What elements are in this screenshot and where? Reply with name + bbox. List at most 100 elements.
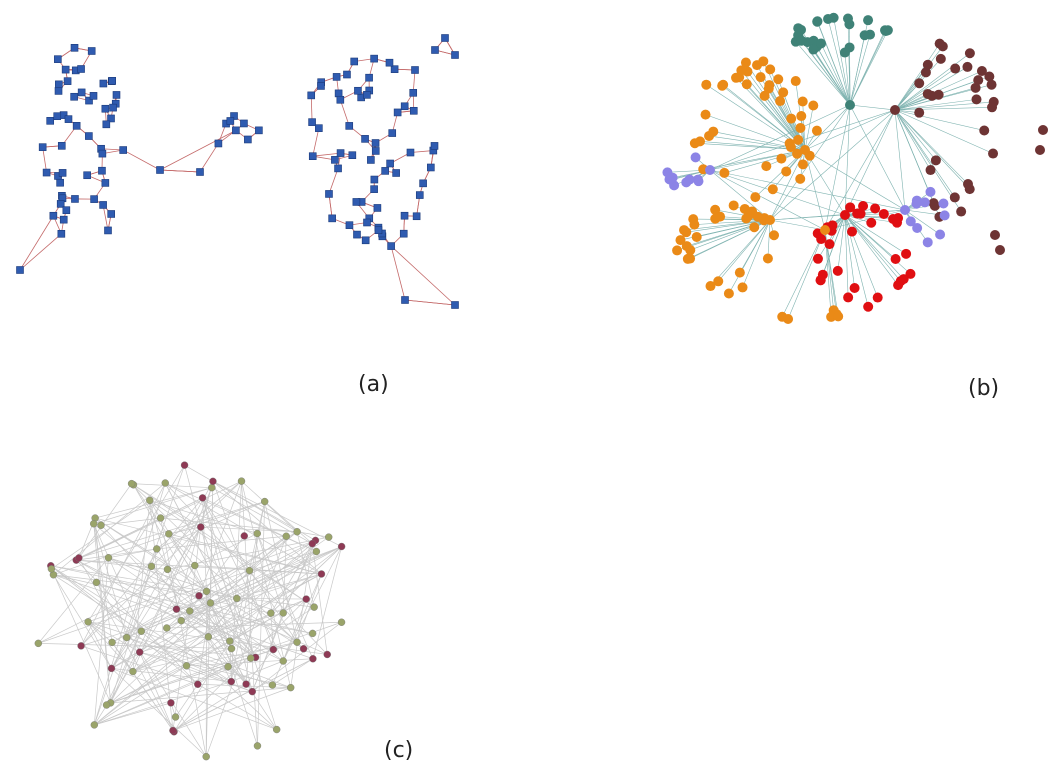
nodes-group [34,461,346,761]
edge [813,49,851,106]
node-circle [248,687,256,696]
edge [800,116,806,151]
node-circle [795,122,806,133]
node-circle [224,662,232,671]
edge [112,642,256,658]
node-circle [796,35,807,46]
node-square [427,163,435,172]
edge [894,43,940,111]
node-circle [736,65,747,76]
edge [311,543,328,655]
node-circle [963,179,974,190]
node-square [54,55,62,63]
node-circle [855,208,866,219]
edge [339,99,350,127]
edge [160,517,207,757]
node-circle [765,64,776,75]
node-square [399,229,408,238]
edge [833,17,851,106]
node-square [328,214,336,223]
node-square [367,156,375,164]
edge [844,214,911,275]
edge [132,531,298,672]
edge [781,229,826,317]
edge [205,536,287,757]
node-circle [286,683,295,692]
edge [282,598,307,662]
edge [108,557,284,614]
node-square [412,212,421,221]
node-square [87,47,96,55]
node-circle [681,227,692,238]
node-circle [898,274,909,285]
node-circle [880,25,891,36]
node-circle [272,725,281,734]
edge [139,531,298,653]
node-circle [202,752,210,761]
node-circle [833,311,844,322]
node-square [370,175,379,184]
edge [96,582,314,660]
edge [282,540,316,614]
node-circle [949,192,960,203]
edge [110,641,298,704]
hub-edge [769,219,826,231]
hub-edge [769,214,846,221]
node-square [99,201,107,209]
node-circle [911,195,922,206]
node-circle [824,239,835,250]
hub-edge [804,149,906,211]
node-circle [859,30,870,41]
node-square [98,149,107,158]
node-circle [260,497,269,506]
node-square [373,204,382,212]
node-circle [34,639,43,648]
node-circle [253,529,261,538]
edge [312,152,341,157]
node-square [240,119,248,128]
node-circle [689,138,700,149]
panel-label-b: (b) [968,376,1000,401]
node-square [255,126,263,135]
node-square [336,95,345,104]
node-circle [153,545,161,553]
node-square [334,164,342,173]
node-square [196,168,204,176]
edge [827,18,851,106]
edge [404,299,456,306]
hub-edge [769,109,896,221]
edge [894,68,956,111]
edge [894,109,931,171]
node-circle [708,126,719,137]
node-square [214,139,223,148]
edge [894,109,985,131]
edge [168,533,298,643]
edge [76,548,157,561]
node-circle [701,79,712,90]
edge [829,214,846,245]
node-circle [976,65,987,76]
node-circle [689,219,700,230]
node-circle [920,67,931,78]
node-circle [137,627,146,635]
node-circle [206,599,215,607]
node-circle [84,618,92,626]
node-circle [169,726,177,735]
node-square [42,168,51,177]
edge [282,546,342,662]
edge [817,214,846,259]
edge [38,533,258,644]
edge [95,487,212,519]
node-circle [750,192,761,203]
edge [844,214,899,286]
network-graph-b [662,12,1048,325]
node-square [381,167,389,175]
hub-edge [709,169,826,231]
edge [172,683,247,731]
node-circle [870,203,881,214]
hub-edge [709,104,851,171]
edge [110,548,158,703]
node-square [90,195,98,203]
edge [172,687,291,731]
node-circle [971,94,982,105]
